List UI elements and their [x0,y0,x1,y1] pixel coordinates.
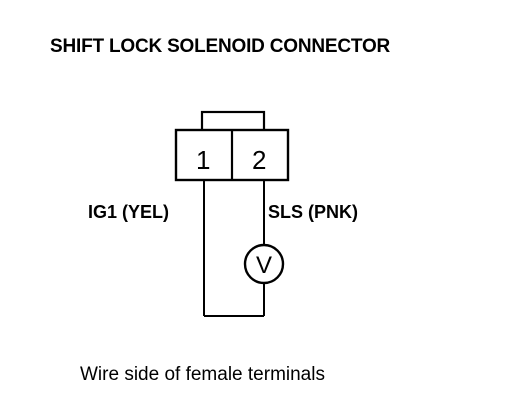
diagram-caption: Wire side of female terminals [80,364,325,385]
terminal-1-number: 1 [196,145,211,175]
voltmeter-letter: V [256,252,272,279]
terminal-2-number: 2 [252,145,267,175]
voltmeter-symbol [243,243,285,285]
diagram-title: SHIFT LOCK SOLENOID CONNECTOR [50,36,391,57]
terminal-1-label: IG1 (YEL) [88,202,170,222]
terminal-2-label: SLS (PNK) [268,202,358,222]
